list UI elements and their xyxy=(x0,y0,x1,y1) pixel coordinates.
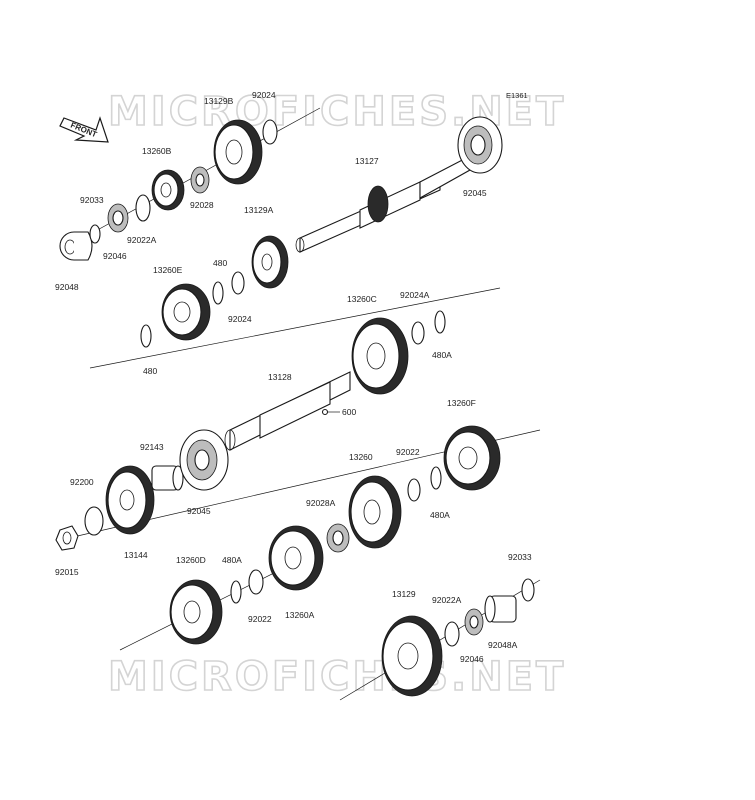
part-92022A-washer-left xyxy=(135,194,151,222)
part-92046-needle-bearing-left xyxy=(107,203,129,233)
label-92033-right: 92033 xyxy=(508,552,532,562)
label-92024-top: 92024 xyxy=(252,90,276,100)
part-92200-washer xyxy=(84,506,104,536)
part-92022A-washer-right xyxy=(444,621,460,647)
label-92028A: 92028A xyxy=(306,498,336,508)
part-13260F-gear xyxy=(443,425,501,491)
label-92048: 92048 xyxy=(55,282,79,292)
label-92048A: 92048A xyxy=(488,640,518,650)
part-13129B-gear xyxy=(213,119,263,185)
part-480-circlip-low xyxy=(140,324,152,348)
label-92045-mid: 92045 xyxy=(187,506,211,516)
part-13260C-gear xyxy=(351,317,409,395)
part-13260-gear xyxy=(348,475,402,549)
part-92028A-bearing xyxy=(326,523,350,553)
part-92015-nut xyxy=(55,525,79,551)
axis-line-upper-2 xyxy=(89,287,501,369)
part-480-circlip-mid xyxy=(212,281,224,305)
part-480A-circlip-low xyxy=(230,580,242,604)
label-480-mid: 480 xyxy=(213,258,227,268)
label-92046-left: 92046 xyxy=(103,251,127,261)
part-92024-ring-top xyxy=(262,119,278,145)
part-92022-washer-right xyxy=(407,478,421,502)
part-92046-needle-bearing-right xyxy=(464,608,484,636)
part-92024A-ring xyxy=(411,321,425,345)
part-92024-ring-mid xyxy=(231,271,245,295)
part-480A-circlip-right-1 xyxy=(434,310,446,334)
part-13129A-gear xyxy=(251,235,289,289)
watermark-bottom: MICROFICHES.NET xyxy=(108,654,566,700)
label-13127: 13127 xyxy=(355,156,379,166)
part-13260E-gear xyxy=(161,283,211,341)
watermark-top: MICROFICHES.NET xyxy=(108,89,566,135)
part-92048A-collar xyxy=(484,595,517,623)
label-600: 600 xyxy=(342,407,356,417)
part-480A-circlip-right-2 xyxy=(430,466,442,490)
part-13127-shaft xyxy=(295,155,471,253)
part-13260D-gear xyxy=(169,579,223,645)
label-92015: 92015 xyxy=(55,567,79,577)
part-92045-bearing-top xyxy=(457,116,503,174)
part-92143-collar xyxy=(151,465,184,491)
part-92033-ring-left xyxy=(89,224,101,244)
label-13260B: 13260B xyxy=(142,146,172,156)
part-92022-washer-low xyxy=(248,569,264,595)
part-13129-gear xyxy=(381,615,443,697)
label-480A-right-1: 480A xyxy=(432,350,452,360)
label-480A-low: 480A xyxy=(222,555,242,565)
label-92024A: 92024A xyxy=(400,290,430,300)
label-13260E: 13260E xyxy=(153,265,183,275)
label-480-low: 480 xyxy=(143,366,157,376)
part-92033-ring-right xyxy=(521,578,535,602)
front-arrow-icon: FRONT xyxy=(59,116,109,143)
label-480A-right-2: 480A xyxy=(430,510,450,520)
label-13260A: 13260A xyxy=(285,610,315,620)
label-92200: 92200 xyxy=(70,477,94,487)
label-92143: 92143 xyxy=(140,442,164,452)
label-92028: 92028 xyxy=(190,200,214,210)
label-92022-right: 92022 xyxy=(396,447,420,457)
label-92045-top: 92045 xyxy=(463,188,487,198)
part-92045-bearing-mid xyxy=(179,429,229,491)
label-13128: 13128 xyxy=(268,372,292,382)
label-13129A: 13129A xyxy=(244,205,274,215)
label-13260D: 13260D xyxy=(176,555,206,565)
label-92022-low: 92022 xyxy=(248,614,272,624)
diagram-code: E1361 xyxy=(506,91,528,100)
part-13260A-gear xyxy=(268,525,324,591)
label-92024-mid: 92024 xyxy=(228,314,252,324)
label-92022A-left: 92022A xyxy=(127,235,157,245)
label-13144: 13144 xyxy=(124,550,148,560)
label-13129B: 13129B xyxy=(204,96,234,106)
label-92046-right: 92046 xyxy=(460,654,484,664)
part-92028-bearing xyxy=(190,166,210,194)
part-13144-sprocket xyxy=(105,465,155,535)
part-13260B-gear xyxy=(151,169,185,211)
label-13260: 13260 xyxy=(349,452,373,462)
part-600-marker xyxy=(321,408,329,416)
label-92033-left: 92033 xyxy=(80,195,104,205)
label-92022A-right: 92022A xyxy=(432,595,462,605)
part-92048-cap xyxy=(59,231,93,261)
label-13260F: 13260F xyxy=(447,398,476,408)
label-13129: 13129 xyxy=(392,589,416,599)
part-13128-shaft xyxy=(224,371,351,451)
label-13260C: 13260C xyxy=(347,294,377,304)
